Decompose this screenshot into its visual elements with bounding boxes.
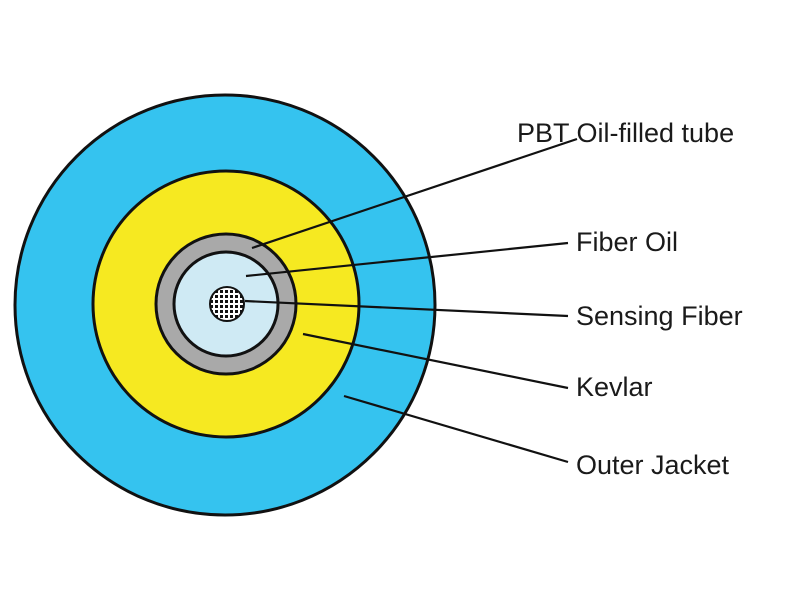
label-kevlar: Kevlar	[576, 372, 653, 402]
leader-line-outer-jacket	[343, 394, 569, 464]
leader-line-kevlar	[302, 332, 569, 390]
leader-line-pbt-tube	[251, 137, 578, 250]
label-sensing-fiber: Sensing Fiber	[576, 301, 743, 331]
leader-line-sensing-fiber	[244, 299, 569, 318]
label-pbt-tube: PBT Oil-filled tube	[517, 118, 734, 148]
label-outer-jacket: Outer Jacket	[576, 450, 730, 480]
label-fiber-oil: Fiber Oil	[576, 227, 678, 257]
leader-line-fiber-oil	[245, 241, 569, 278]
sensing-fiber-bundle	[209, 286, 245, 322]
